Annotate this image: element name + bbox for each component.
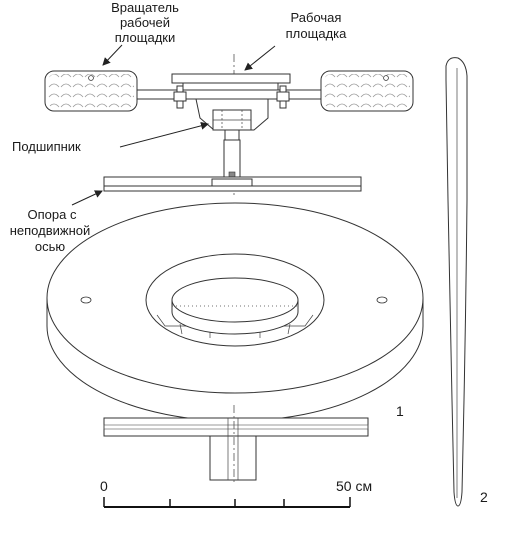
right-bolt	[276, 85, 290, 109]
lower-support	[103, 405, 369, 485]
support-base-plate	[103, 176, 362, 192]
bearing-hub	[195, 98, 269, 141]
support-label-line3: осью	[35, 239, 66, 254]
scale-start-label: 0	[100, 478, 108, 494]
rotator-leader	[102, 44, 123, 66]
rotator-label-line3: площадки	[115, 30, 175, 45]
rotator-label-line1: Вращатель	[111, 0, 179, 15]
platform-label-line2: площадка	[286, 26, 347, 41]
handle-rod	[136, 89, 322, 100]
platform-label-line1: Рабочая	[291, 10, 342, 25]
figure-number-2: 2	[480, 489, 488, 505]
figure-number-1: 1	[396, 403, 404, 419]
right-handle	[320, 70, 414, 112]
platform-leader	[244, 45, 276, 71]
scale-bar	[103, 497, 351, 508]
support-label-line2: неподвижной	[10, 223, 91, 238]
side-view-profile	[445, 57, 468, 507]
bearing-label: Подшипник	[12, 139, 81, 154]
left-bolt	[173, 85, 187, 109]
support-label-line1: Опора с	[28, 207, 77, 222]
left-handle	[44, 70, 138, 112]
bearing-leader	[119, 121, 209, 148]
large-disc	[46, 202, 424, 422]
working-platform	[171, 73, 291, 91]
scale-end-label: 50 см	[336, 478, 372, 494]
top-assembly	[44, 54, 414, 195]
support-leader	[71, 190, 103, 206]
rotator-label-line2: рабочей	[120, 15, 170, 30]
